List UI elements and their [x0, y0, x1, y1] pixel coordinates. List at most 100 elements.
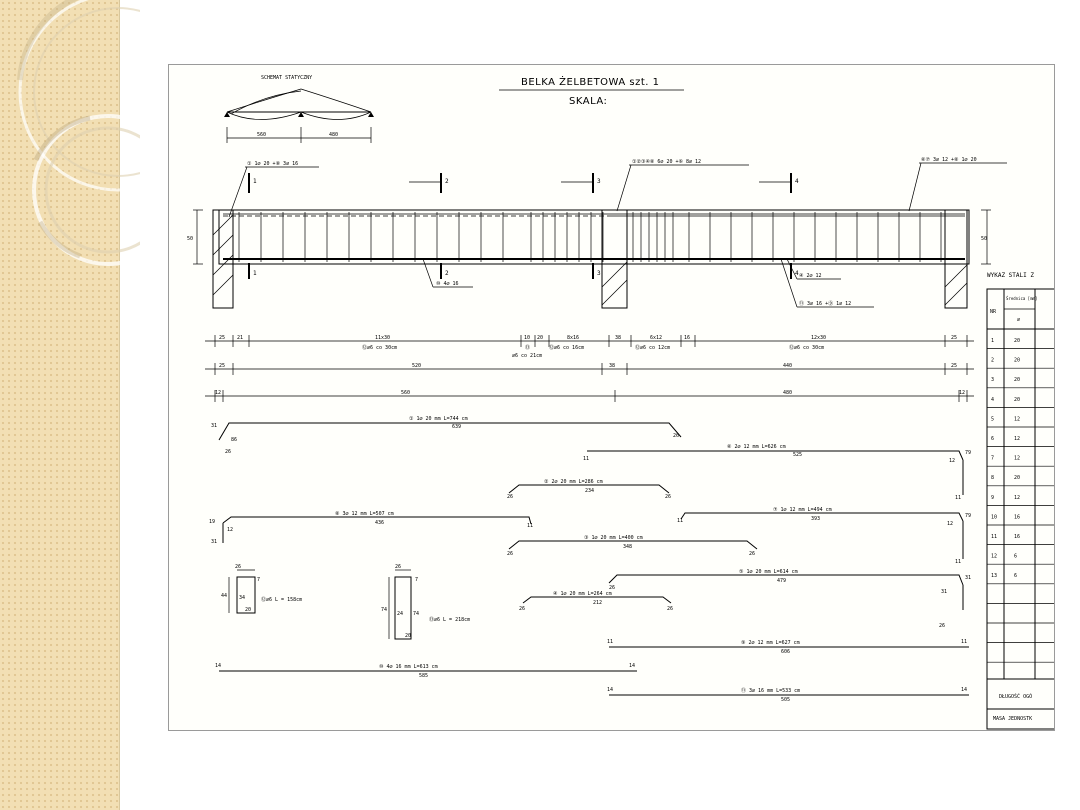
bar-11-label: ⑪ 3∅ 16 mm L=533 cm — [741, 687, 800, 694]
steel-row-diameter: 6 — [1014, 554, 1017, 560]
bar-6-end-c: 79 — [965, 450, 971, 456]
bar-3-end-a: 26 — [507, 551, 513, 557]
dim-r3-b: 560 — [401, 390, 410, 396]
dim-r3-d: 12 — [959, 390, 965, 396]
steel-table-row-lines — [987, 348, 1054, 710]
bar-2-label: ② 2∅ 20 mm L=286 cm — [544, 479, 603, 485]
steel-row-diameter: 6 — [1014, 573, 1017, 579]
bar-8-length: 436 — [375, 520, 384, 526]
bar-9-end-b: 11 — [961, 639, 967, 645]
callout-3: ⑥⑦ 3∅ 12 +⑧ 1∅ 20 — [921, 157, 977, 163]
bar-3-end-b: 26 — [749, 551, 755, 557]
section-mark-3-bottom: 3 — [597, 270, 601, 277]
steel-header-nr: NR — [990, 309, 997, 315]
bar-7-end-a: 11 — [677, 518, 683, 524]
steel-row-diameter: 20 — [1014, 475, 1020, 481]
dim-r3-c: 480 — [783, 390, 792, 396]
bar-6-end-d: 11 — [955, 495, 961, 501]
dim-r1-q: 25 — [951, 335, 957, 341]
bar-10-end-b: 14 — [629, 663, 635, 669]
steel-row-nr: 1 — [991, 338, 994, 344]
bar-7-end-d: 11 — [955, 559, 961, 565]
steel-row-nr: 6 — [991, 436, 994, 442]
bar-1-end-c: 86 — [231, 437, 237, 443]
steel-row-nr: 9 — [991, 495, 994, 501]
bar-3-length: 348 — [623, 544, 632, 550]
dim-r1-g: ⑬ — [525, 344, 530, 351]
steel-footer-mass: MASA JEDNOSTK — [993, 716, 1032, 722]
bar-4-end-a: 26 — [519, 606, 525, 612]
dim-r1-h: ∅6 co 21cm — [512, 353, 542, 359]
steel-row-diameter: 20 — [1014, 397, 1020, 403]
dim-r2-a: 25 — [219, 363, 225, 369]
steel-footer-length: DŁUGOŚĆ OGÓ — [999, 693, 1032, 700]
bar-3-label: ③ 1∅ 20 mm L=400 cm — [584, 535, 643, 541]
stirrup-12-dim-b: 7 — [257, 577, 260, 583]
steel-row-diameter: 12 — [1014, 456, 1020, 462]
callout-4: ⑩ 4∅ 16 — [436, 281, 459, 287]
dim-r1-b: 21 — [237, 335, 243, 341]
steel-row-nr: 11 — [991, 534, 997, 540]
bar-6 — [587, 450, 964, 495]
dim-r2-c: 38 — [609, 363, 615, 369]
section-mark-2-bottom: 2 — [445, 270, 449, 277]
bar-6-end-b: 12 — [949, 458, 955, 464]
drawing-title: BELKA ŻELBETOWA szt. 1 — [521, 75, 660, 88]
bar-1-label: ① 1∅ 20 mm L=744 cm — [409, 416, 468, 422]
section-mark-1: 1 — [253, 178, 257, 185]
bar-8-end-a: 19 — [209, 519, 215, 525]
bar-9-end-a: 11 — [607, 639, 613, 645]
beam-height-left: 50 — [187, 236, 193, 242]
section-mark-3: 3 — [597, 178, 601, 185]
bar-11-length: 505 — [781, 697, 790, 703]
bar-10-length: 585 — [419, 673, 428, 679]
steel-row-nr: 4 — [991, 397, 994, 403]
bar-11-end-a: 14 — [607, 687, 613, 693]
dim-r1-p: ⑫∅6 co 30cm — [789, 344, 824, 351]
bar-7-label: ⑦ 1∅ 12 mm L=494 cm — [773, 507, 832, 513]
stirrup-13-detail — [388, 569, 412, 640]
stirrup-12-dim-a: 26 — [235, 564, 241, 570]
dim-r1-a: 25 — [219, 335, 225, 341]
bar-8-end-d: 11 — [527, 523, 533, 529]
section-mark-4-bottom: 4 — [795, 270, 799, 277]
dim-r2-e: 25 — [951, 363, 957, 369]
bar-8-end-b: 12 — [227, 527, 233, 533]
static-scheme-diagram — [224, 88, 374, 143]
callout-1: ① 1∅ 20 +⑧ 3∅ 16 — [247, 161, 298, 167]
bar-8 — [222, 516, 532, 543]
dim-r1-f: 20 — [537, 335, 543, 341]
bar-5-end-a: 26 — [609, 585, 615, 591]
span-right: 480 — [329, 132, 338, 138]
bar-2-length: 234 — [585, 488, 594, 494]
steel-row-nr: 3 — [991, 377, 994, 383]
support-dimension-row — [205, 363, 974, 375]
dim-r1-i: 8x16 — [567, 335, 579, 341]
steel-table-title: WYKAZ STALI Z — [987, 272, 1034, 279]
bar-1-end-b: 26 — [673, 433, 679, 439]
steel-row-diameter: 12 — [1014, 495, 1020, 501]
dim-r3-a: 12 — [215, 390, 221, 396]
stirrup-13-dim-b: 7 — [415, 577, 418, 583]
dim-r1-c: 11x30 — [375, 335, 390, 341]
steel-row-diameter: 12 — [1014, 436, 1020, 442]
bar-10-label: ⑩ 4∅ 16 mm L=613 cm — [379, 664, 438, 670]
dim-r2-b: 520 — [412, 363, 421, 369]
steel-row-diameter: 20 — [1014, 358, 1020, 364]
sidebar-border — [119, 0, 120, 810]
steel-row-diameter: 16 — [1014, 514, 1020, 520]
section-mark-2: 2 — [445, 178, 449, 185]
stirrup-dimension-row — [205, 335, 974, 347]
bar-5-length: 479 — [777, 578, 786, 584]
beam-height-right: 50 — [981, 236, 987, 242]
steel-row-nr: 7 — [991, 456, 994, 462]
bar-8-end-c: 31 — [211, 539, 217, 545]
bar-2 — [508, 484, 670, 494]
steel-row-diameter: 16 — [1014, 534, 1020, 540]
section-cut-marks — [248, 173, 792, 279]
bar-9-label: ⑨ 2∅ 12 mm L=627 cm — [741, 640, 800, 646]
stirrup-13-dim-a: 26 — [395, 564, 401, 570]
dim-r1-j: ⑫∅6 co 16cm — [549, 344, 584, 351]
dim-r1-m: ⑫∅6 co 12cm — [635, 344, 670, 351]
